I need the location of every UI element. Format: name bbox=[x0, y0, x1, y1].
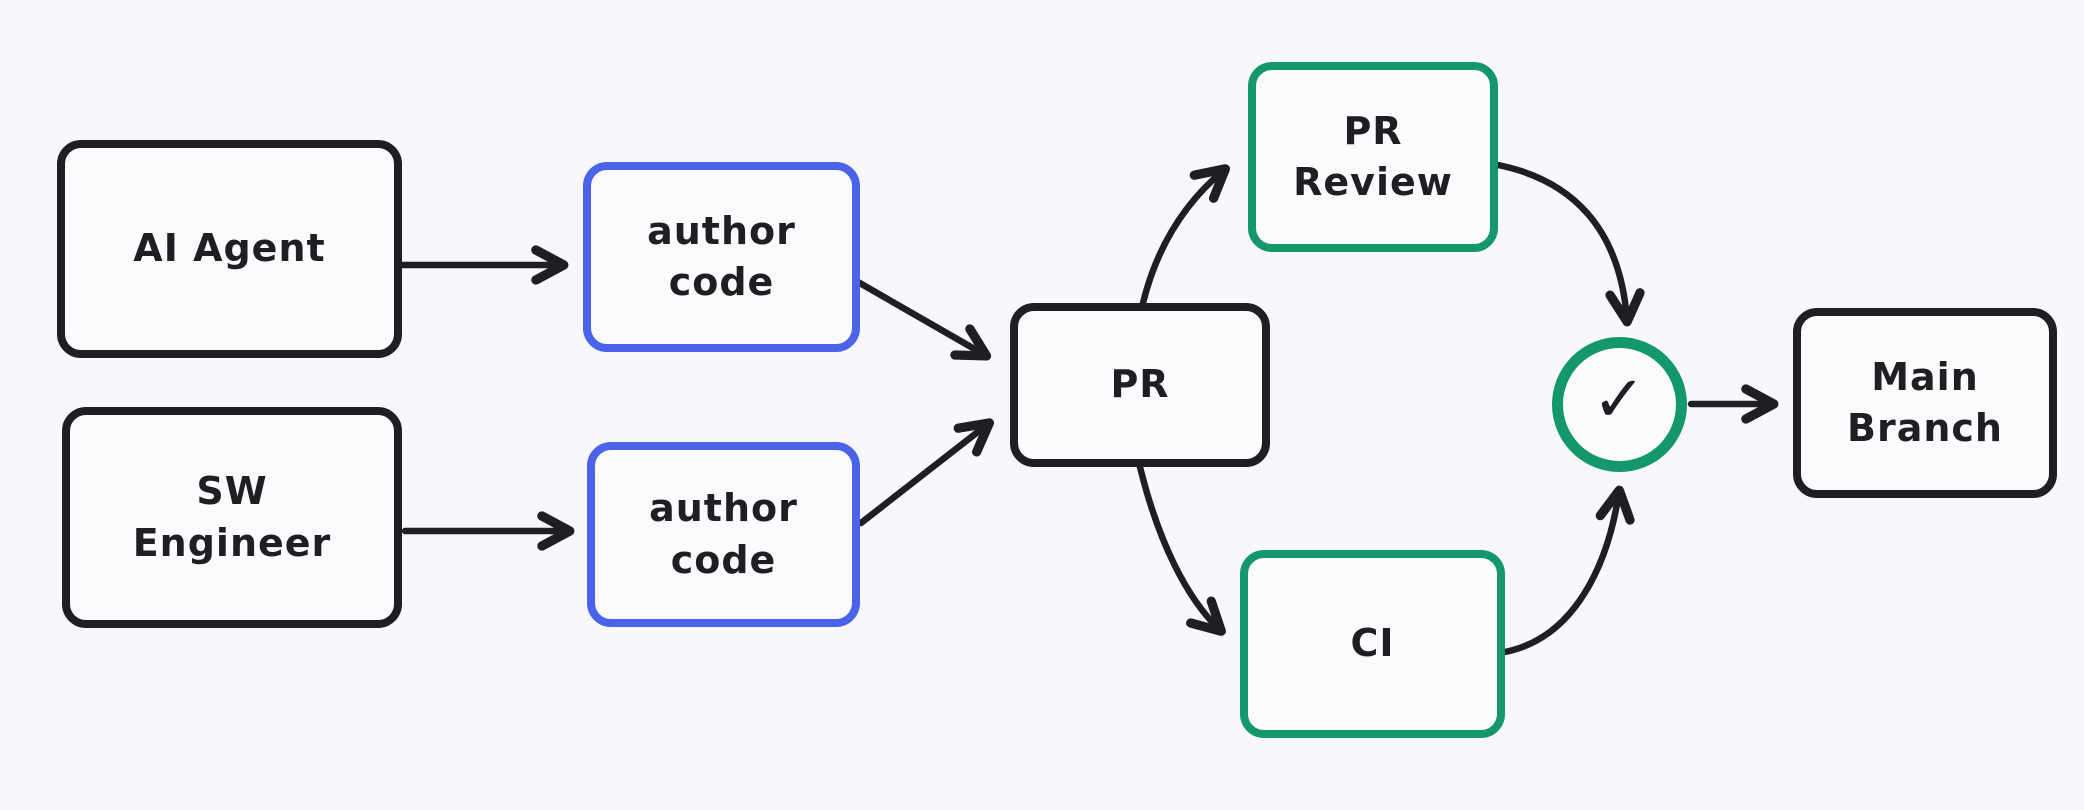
node-ai-agent-label: AI Agent bbox=[133, 226, 326, 271]
node-author-code-top-label: author code bbox=[647, 208, 796, 304]
arrow-author-code-top-to-pr bbox=[854, 278, 992, 361]
arrow-pr-to-pr-review bbox=[1139, 164, 1231, 307]
node-pr-review-label: PR Review bbox=[1293, 108, 1453, 204]
node-sw-engineer: SW Engineer bbox=[62, 407, 402, 628]
node-pr-label: PR bbox=[1110, 362, 1170, 407]
arrow-pr-to-ci bbox=[1136, 463, 1226, 636]
node-pr-review: PR Review bbox=[1248, 62, 1498, 252]
node-author-code-bottom: author code bbox=[587, 442, 860, 627]
node-approval-check: ✓ bbox=[1552, 337, 1687, 472]
node-ci: CI bbox=[1240, 550, 1505, 738]
node-main-branch: Main Branch bbox=[1793, 308, 2057, 498]
arrow-pr-review-to-approval bbox=[1494, 161, 1645, 327]
node-ci-label: CI bbox=[1350, 621, 1395, 666]
node-pr: PR bbox=[1010, 303, 1270, 467]
arrow-author-code-bottom-to-pr bbox=[857, 418, 995, 527]
check-icon: ✓ bbox=[1592, 363, 1647, 438]
node-main-branch-label: Main Branch bbox=[1847, 354, 2003, 450]
arrow-ci-to-approval bbox=[1501, 485, 1635, 656]
node-author-code-top: author code bbox=[583, 162, 860, 352]
node-author-code-bottom-label: author code bbox=[649, 486, 798, 582]
node-sw-engineer-label: SW Engineer bbox=[132, 469, 332, 565]
node-ai-agent: AI Agent bbox=[57, 140, 402, 358]
